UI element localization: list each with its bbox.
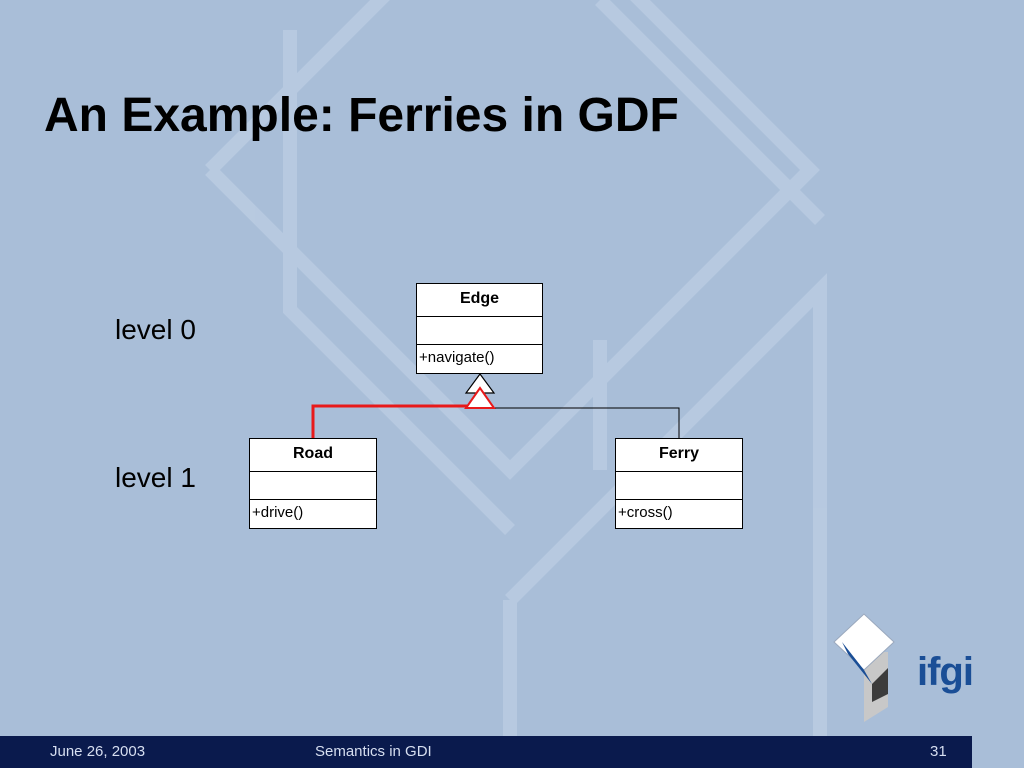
edge-class-name: Edge	[417, 284, 542, 317]
ferry-class-name: Ferry	[616, 439, 742, 472]
road-generalization-arrow	[464, 386, 496, 409]
slide-title: An Example: Ferries in GDF	[44, 89, 679, 142]
footer-title: Semantics in GDI	[315, 743, 432, 760]
footer-bar: June 26, 2003 Semantics in GDI 31	[0, 736, 972, 768]
road-connector	[311, 404, 480, 440]
road-class-attributes	[250, 472, 376, 500]
road-class-operation: +drive()	[252, 504, 304, 521]
ferry-class-attributes	[616, 472, 742, 500]
road-class[interactable]: Road +drive()	[249, 438, 377, 529]
level-1-label: level 1	[115, 462, 196, 493]
level-0-label: level 0	[115, 314, 196, 345]
ifgi-logo-icon	[833, 613, 895, 722]
footer-date: June 26, 2003	[50, 743, 146, 760]
ifgi-logo-text: ifgi	[917, 650, 974, 694]
footer-page-number: 31	[930, 743, 947, 760]
edge-class[interactable]: Edge +navigate()	[416, 283, 543, 374]
edge-class-attributes	[417, 317, 542, 345]
ferry-class-operation: +cross()	[618, 504, 673, 521]
ferry-connector	[480, 407, 680, 440]
ferry-class[interactable]: Ferry +cross()	[615, 438, 743, 529]
road-class-name: Road	[250, 439, 376, 472]
edge-class-operation: +navigate()	[419, 349, 495, 366]
